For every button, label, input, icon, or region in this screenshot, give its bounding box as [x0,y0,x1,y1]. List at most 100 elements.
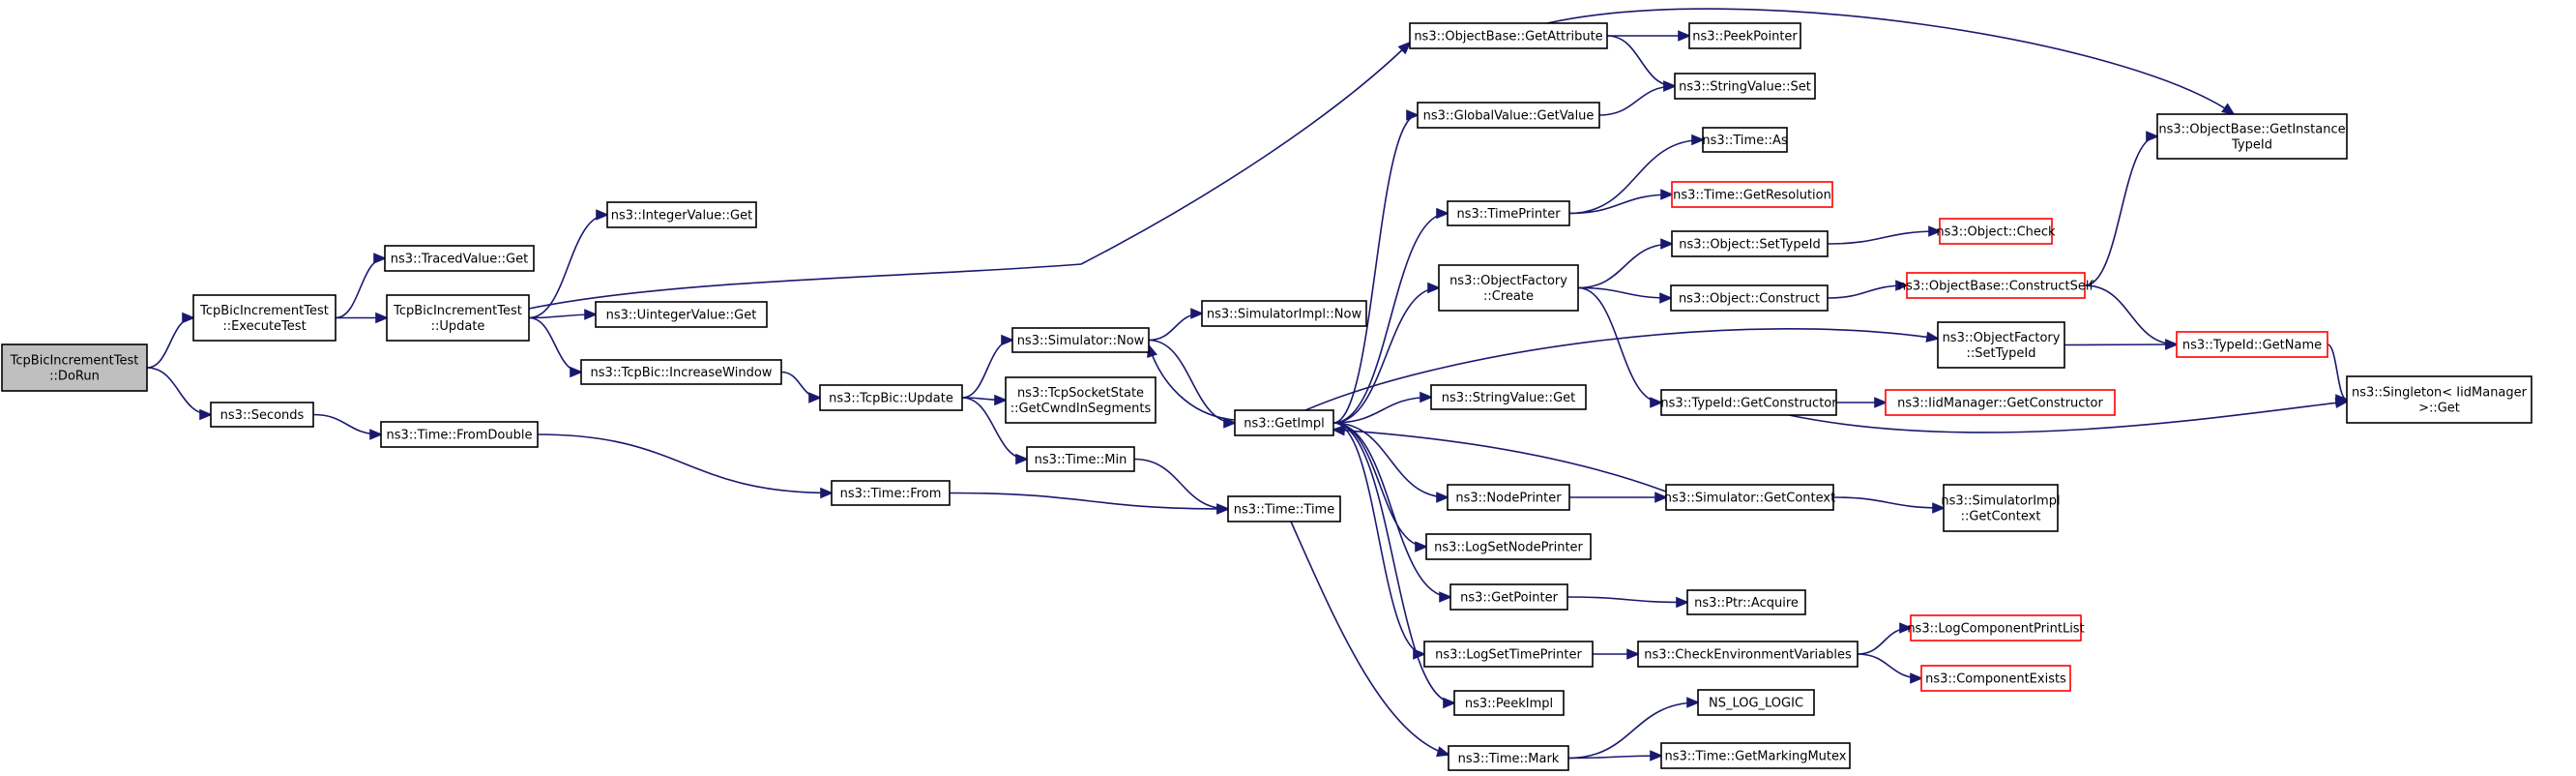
edge-increasewindow-to-tcpbic_update [780,371,823,403]
node-globalvalue_getvalue[interactable]: ns3::GlobalValue::GetValue [1417,102,1600,129]
node-ptr_acquire[interactable]: ns3::Ptr::Acquire [1686,589,1806,615]
node-stringvalue_get[interactable]: ns3::StringValue::Get [1430,384,1587,410]
node-box [1671,181,1833,208]
node-getresolution[interactable]: ns3::Time::GetResolution [1671,181,1833,208]
node-box [1453,690,1565,716]
node-label: ns3::StringValue::Set [1679,80,1811,95]
node-label: ns3::Time::As [1702,134,1788,148]
node-box [1448,745,1569,771]
node-objectfactory_create[interactable]: ns3::ObjectFactory::Create [1438,264,1579,312]
node-object_construct[interactable]: ns3::Object::Construct [1670,284,1829,312]
node-label: >::Get [2418,402,2460,416]
node-label: TcpBicIncrementTest [10,354,139,369]
node-ns_log_logic[interactable]: NS_LOG_LOGIC [1697,689,1815,716]
node-fromdouble[interactable]: ns3::Time::FromDouble [380,421,539,448]
node-time_min[interactable]: ns3::Time::Min [1026,446,1135,472]
node-label: ::ExecuteTest [222,319,306,334]
edge-simulator_getcontext-to-simulatorimpl_getcontext [1832,496,1947,514]
node-checkenvvars[interactable]: ns3::CheckEnvironmentVariables [1637,641,1859,668]
node-executetest[interactable]: TcpBicIncrementTest::ExecuteTest [192,294,337,342]
node-getattribute[interactable]: ns3::ObjectBase::GetAttribute [1409,22,1608,49]
node-label: ::Create [1483,289,1534,304]
node-object_settypeid[interactable]: ns3::Object::SetTypeId [1671,230,1829,257]
edge-objectfactory_create-to-typeid_getconstructor [1577,286,1664,408]
node-tcpbic_update[interactable]: ns3::TcpBic::Update [819,384,963,411]
node-label: ns3::Time::FromDouble [387,429,533,443]
node-box [1011,327,1150,353]
edge-time_time-to-time_mark [1290,521,1451,758]
node-stringvalue_set[interactable]: ns3::StringValue::Set [1674,73,1816,100]
node-increasewindow[interactable]: ns3::TcpBic::IncreaseWindow [580,359,782,385]
node-componentexists[interactable]: ns3::ComponentExists [1920,665,2071,692]
node-typeid_getname[interactable]: ns3::TypeId::GetName [2176,331,2328,358]
node-label: ns3::Object::Check [1936,225,2056,240]
edge-time_mark-to-getmarkingmutex [1567,750,1664,761]
edge-getattribute-to-peekpointer [1607,30,1692,42]
node-simulator_now[interactable]: ns3::Simulator::Now [1011,327,1150,353]
node-box [210,402,314,428]
node-constructself[interactable]: ns3::ObjectBase::ConstructSelf [1898,272,2094,299]
node-dorun[interactable]: TcpBicIncrementTest::DoRun [1,343,148,392]
node-tracedvalue_get[interactable]: ns3::TracedValue::Get [384,245,535,272]
node-box [1409,22,1608,49]
node-label: ns3::TracedValue::Get [391,253,528,267]
node-label: ns3::ObjectBase::GetInstance [2158,123,2345,137]
node-integervalue_get[interactable]: ns3::IntegerValue::Get [606,201,757,228]
node-getimpl[interactable]: ns3::GetImpl [1234,409,1334,436]
node-simulatorimpl_now[interactable]: ns3::SimulatorImpl::Now [1201,300,1367,327]
node-peekimpl[interactable]: ns3::PeekImpl [1453,690,1565,716]
node-box [1937,321,2065,369]
node-getcwndinsegments[interactable]: ns3::TcpSocketState::GetCwndInSegments [1005,376,1156,424]
node-uintegervalue_get[interactable]: ns3::UintegerValue::Get [595,301,768,328]
node-peekpointer[interactable]: ns3::PeekPointer [1688,22,1801,49]
node-object_check[interactable]: ns3::Object::Check [1936,218,2056,245]
edge-checkenvvars-to-logcomponentprintlist [1857,622,1914,655]
edge-getimpl-to-getpointer [1332,422,1453,603]
node-box [1447,200,1570,226]
node-box [1702,127,1788,153]
edge-getimpl-to-objectfactory_create [1332,282,1442,424]
node-logsetnodeprinter[interactable]: ns3::LogSetNodePrinter [1425,533,1592,560]
edge-logsettimeprinter-to-checkenvvars [1592,648,1641,660]
node-box [1885,389,2116,416]
edge-objectfactory_create-to-object_settypeid [1577,238,1675,289]
node-singleton_get[interactable]: ns3::Singleton< IidManager>::Get [2346,375,2532,424]
node-box [1671,230,1829,257]
node-seconds[interactable]: ns3::Seconds [210,402,314,428]
node-label: ns3::GetImpl [1244,417,1325,432]
node-label: ns3::PeekPointer [1692,30,1798,45]
function-nodes: TcpBicIncrementTest::DoRunTcpBicIncremen… [1,22,2532,771]
node-box [1906,272,2086,299]
node-time_time[interactable]: ns3::Time::Time [1227,495,1341,522]
node-label: ::GetContext [1961,510,2041,524]
node-label: ns3::SimulatorImpl::Now [1207,308,1362,322]
node-typeid_getconstructor[interactable]: ns3::TypeId::GetConstructor [1660,389,1837,416]
node-update[interactable]: TcpBicIncrementTest::Update [386,294,530,342]
node-simulator_getcontext[interactable]: ns3::Simulator::GetContext [1664,484,1835,511]
node-simulatorimpl_getcontext[interactable]: ns3::SimulatorImpl::GetContext [1941,484,2061,532]
node-label: ns3::StringValue::Get [1442,391,1575,405]
node-logcomponentprintlist[interactable]: ns3::LogComponentPrintList [1907,614,2085,642]
node-timeprinter[interactable]: ns3::TimePrinter [1447,200,1570,226]
node-box [1943,484,2059,532]
node-label: ns3::Ptr::Acquire [1694,596,1799,611]
node-time_from[interactable]: ns3::Time::From [831,480,951,506]
node-box [595,301,768,328]
node-time_as[interactable]: ns3::Time::As [1702,127,1788,153]
node-box [1430,384,1587,410]
node-objectfactory_settypeid[interactable]: ns3::ObjectFactory::SetTypeId [1937,321,2065,369]
node-box [1939,218,2053,245]
node-getmarkingmutex[interactable]: ns3::Time::GetMarkingMutex [1660,742,1851,769]
node-iidmanager_getconstructor[interactable]: ns3::IidManager::GetConstructor [1885,389,2116,416]
node-getpointer[interactable]: ns3::GetPointer [1449,583,1568,611]
edge-simulator_getcontext-to-getimpl [1331,425,1667,492]
edge-update-to-increasewindow [528,316,584,378]
node-box [386,294,530,342]
node-box [580,359,782,385]
node-logsettimeprinter[interactable]: ns3::LogSetTimePrinter [1423,641,1594,668]
node-time_mark[interactable]: ns3::Time::Mark [1448,745,1569,771]
node-nodeprinter[interactable]: ns3::NodePrinter [1447,484,1570,511]
edge-update-to-getattribute [528,41,1412,310]
